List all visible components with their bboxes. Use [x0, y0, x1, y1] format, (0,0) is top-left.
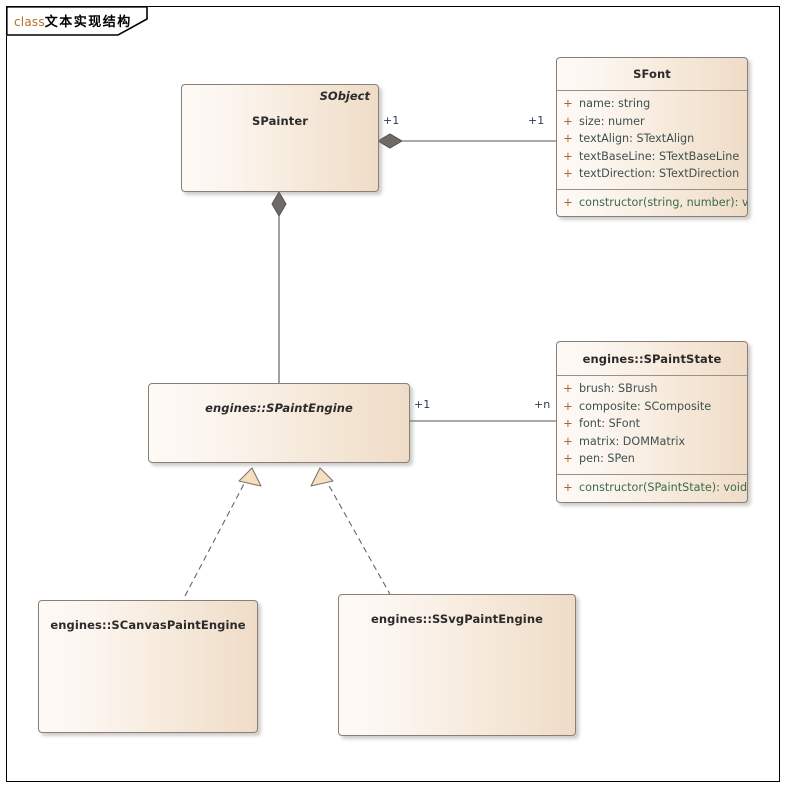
attribute-label: composite: SComposite	[579, 399, 712, 413]
class-name-ssvgpaintengine: engines::SSvgPaintEngine	[370, 612, 544, 626]
attribute-label: textAlign: STextAlign	[579, 132, 695, 145]
class-operations-spaintstate: + constructor(SPaintState): void	[557, 475, 747, 503]
class-name-spainter: SPainter	[251, 114, 309, 128]
class-box-spainter[interactable]: SPainter SObject	[181, 84, 379, 192]
class-attributes-sfont: + name: string + size: numer + textAlign…	[557, 91, 747, 189]
class-divider-sfont-attributes	[557, 90, 747, 91]
class-member-row: + textBaseLine: STextBaseLine	[557, 149, 747, 167]
attribute-label: matrix: DOMMatrix	[579, 434, 686, 448]
connector-svg-realization	[310, 467, 392, 597]
class-name-sfont: SFont	[633, 67, 671, 81]
operation-label: constructor(string, number): void	[579, 195, 748, 209]
class-member-row: + textDirection: STextDirection	[557, 166, 747, 184]
class-member-row: + font: SFont	[557, 416, 747, 434]
visibility-marker: +	[563, 381, 573, 395]
class-name-spaintengine: engines::SPaintEngine	[205, 401, 353, 415]
multiplicity-engine-state-source: +1	[414, 398, 431, 411]
multiplicity-painter-font-source: +1	[383, 114, 400, 127]
class-member-row: + composite: SComposite	[557, 399, 747, 417]
class-name-scanvaspaintengine: engines::SCanvasPaintEngine	[50, 618, 246, 632]
class-box-sfont[interactable]: SFont + name: string + size: numer + tex…	[556, 57, 748, 217]
diagram-title-name: 文本实现结构	[44, 15, 132, 30]
visibility-marker: +	[563, 451, 573, 465]
attribute-label: textBaseLine: STextBaseLine	[579, 149, 740, 163]
attribute-label: brush: SBrush	[579, 382, 658, 395]
class-box-spaintstate[interactable]: engines::SPaintState + brush: SBrush + c…	[556, 341, 748, 503]
visibility-marker: +	[563, 131, 573, 145]
class-box-ssvgpaintengine[interactable]: engines::SSvgPaintEngine	[338, 594, 576, 736]
class-member-row: + matrix: DOMMatrix	[557, 434, 747, 452]
attribute-label: pen: SPen	[579, 452, 635, 465]
class-member-row: + pen: SPen	[557, 451, 747, 469]
class-attributes-spaintstate: + brush: SBrush + composite: SComposite …	[557, 376, 747, 474]
diagram-frame	[6, 6, 780, 782]
attribute-label: font: SFont	[579, 417, 641, 430]
class-operations-sfont: + constructor(string, number): void	[557, 190, 747, 217]
class-member-row: + size: numer	[557, 114, 747, 132]
connector-painter-engine	[271, 191, 287, 383]
class-member-row: + textAlign: STextAlign	[557, 131, 747, 149]
multiplicity-engine-state-target: +n	[534, 398, 551, 411]
connector-painter-font	[377, 133, 556, 149]
visibility-marker: +	[563, 479, 573, 494]
multiplicity-painter-font-target: +1	[528, 114, 545, 127]
attribute-label: size: numer	[579, 114, 645, 128]
class-member-row: + brush: SBrush	[557, 381, 747, 399]
class-member-row: + constructor(SPaintState): void	[557, 480, 747, 498]
attribute-label: textDirection: STextDirection	[579, 167, 740, 180]
diagram-title: class文本实现结构	[14, 11, 132, 30]
class-divider-sfont-operations	[557, 188, 747, 190]
class-divider-spaintstate-operations	[557, 473, 747, 475]
class-name-spaintstate: engines::SPaintState	[582, 352, 722, 366]
visibility-marker: +	[563, 113, 573, 128]
visibility-marker: +	[563, 433, 573, 448]
class-stereotype-spainter: SObject	[319, 89, 370, 103]
operation-label: constructor(SPaintState): void	[579, 480, 748, 494]
visibility-marker: +	[563, 166, 573, 180]
visibility-marker: +	[563, 96, 573, 110]
class-box-spaintengine[interactable]: engines::SPaintEngine	[148, 383, 410, 463]
class-divider-spaintstate-attributes	[557, 375, 747, 376]
attribute-label: name: string	[579, 97, 651, 110]
visibility-marker: +	[563, 416, 573, 430]
diagram-title-keyword: class	[14, 15, 45, 29]
class-member-row: + constructor(string, number): void	[557, 195, 747, 213]
visibility-marker: +	[563, 398, 573, 413]
visibility-marker: +	[563, 148, 573, 163]
class-box-scanvaspaintengine[interactable]: engines::SCanvasPaintEngine	[38, 600, 258, 733]
visibility-marker: +	[563, 194, 573, 209]
class-member-row: + name: string	[557, 96, 747, 114]
connector-canvas-realization	[184, 467, 262, 597]
